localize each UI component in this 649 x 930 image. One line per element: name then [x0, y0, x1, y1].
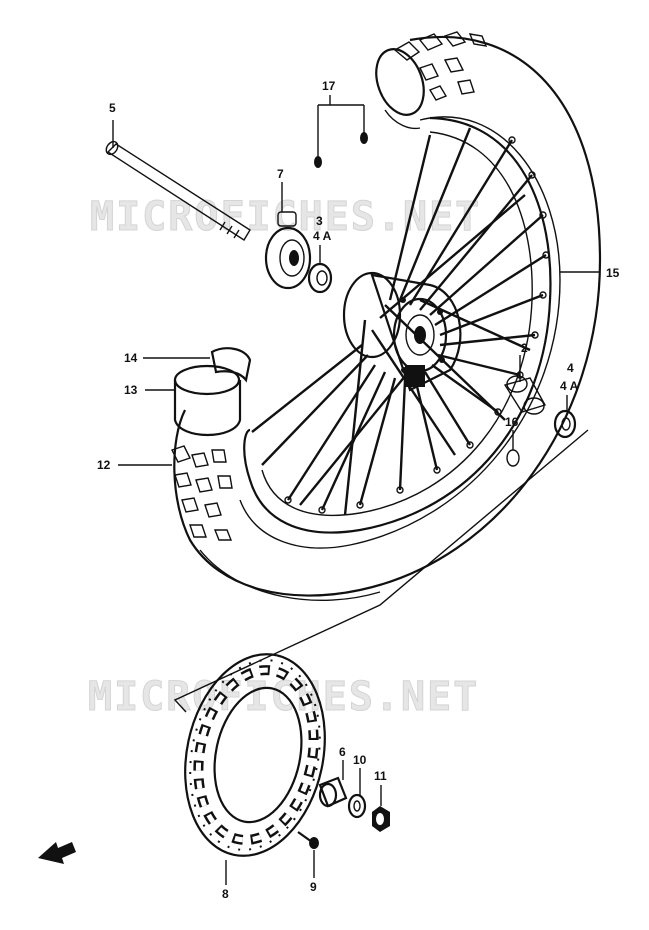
callouts: 5 17 7 3 4 A 15 14 13 12 2 4 4 A 16 6 10…: [97, 79, 620, 901]
callout-11: 11: [374, 769, 387, 783]
callout-14: 14: [124, 351, 138, 365]
washer-10: [347, 793, 367, 819]
callout-3: 3: [316, 214, 323, 228]
disc-bolt: [297, 831, 319, 849]
hub: [342, 271, 462, 392]
callout-17: 17: [322, 79, 336, 93]
callout-9: 9: [310, 880, 317, 894]
speedometer-gearbox: [264, 211, 312, 290]
watermark-bottom: MICROFICHES.NET: [88, 674, 479, 720]
spoke-nipple-detail: [314, 132, 368, 168]
callout-10: 10: [353, 753, 367, 767]
callout-4a-right: 4 A: [560, 379, 579, 393]
nut-11: [372, 806, 390, 832]
callout-4a-top: 4 A: [313, 229, 332, 243]
callout-5: 5: [109, 101, 116, 115]
brake-disc: [184, 653, 326, 857]
callout-16: 16: [505, 415, 519, 429]
cap-16: [506, 449, 520, 467]
callout-7: 7: [277, 167, 284, 181]
rim-band: [210, 347, 252, 383]
callout-6: 6: [339, 745, 346, 759]
callout-8: 8: [222, 887, 229, 901]
tire: [171, 31, 602, 601]
watermark-top: MICROFICHES.NET: [90, 194, 481, 240]
assembly-outline: [173, 429, 589, 713]
spacer-6: [318, 776, 348, 808]
callout-2: 2: [521, 341, 528, 355]
seal-right: [553, 409, 577, 439]
callout-4: 4: [567, 361, 574, 375]
callout-15: 15: [606, 266, 620, 280]
rim: [243, 116, 552, 534]
callout-12: 12: [97, 458, 111, 472]
collar: [503, 375, 547, 415]
spacer-left: [307, 262, 333, 294]
callout-13: 13: [124, 383, 138, 397]
inner-tube: [173, 364, 242, 437]
forward-arrow-icon: [38, 842, 76, 864]
leader-lines: [112, 95, 600, 885]
